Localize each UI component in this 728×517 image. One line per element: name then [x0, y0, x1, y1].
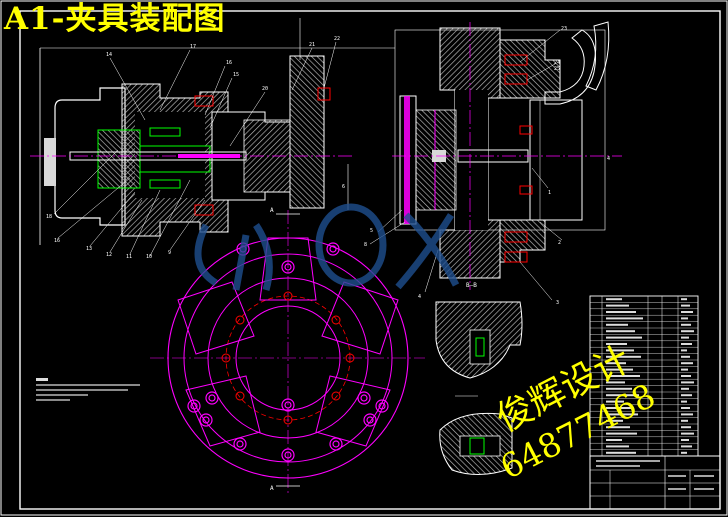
svg-text:5: 5: [370, 228, 373, 234]
svg-text:11: 11: [126, 254, 132, 260]
svg-text:15: 15: [233, 72, 239, 78]
svg-text:12: 12: [106, 252, 112, 258]
parts-row-material-mark: [681, 368, 688, 371]
parts-row-name-mark: [606, 387, 632, 390]
svg-text:A: A: [270, 207, 274, 214]
parts-row-name-mark: [606, 375, 640, 377]
svg-text:4: 4: [607, 156, 610, 162]
svg-text:13: 13: [86, 246, 92, 252]
svg-text:16: 16: [54, 238, 60, 244]
svg-text:1: 1: [548, 190, 551, 196]
parts-row-material-mark: [681, 387, 689, 390]
technical-notes: [36, 378, 140, 401]
parts-row-material-mark: [681, 311, 693, 313]
parts-row-material-mark: [681, 330, 694, 333]
parts-row-material-mark: [681, 323, 691, 326]
parts-row-material-mark: [681, 355, 690, 358]
parts-row-name-mark: [606, 362, 626, 365]
parts-row-name-mark: [606, 419, 623, 422]
parts-row-name-mark: [606, 349, 634, 352]
parts-row-material-mark: [681, 375, 691, 377]
parts-row-name-mark: [606, 413, 638, 416]
detail-section-bb: B—B: [435, 282, 523, 475]
parts-row-material-mark: [681, 407, 690, 409]
parts-row-material-mark: [681, 381, 694, 384]
parts-row-name-mark: [606, 451, 636, 454]
svg-text:18: 18: [46, 214, 52, 220]
svg-text:9: 9: [168, 250, 171, 256]
parts-row-material-mark: [681, 419, 688, 422]
svg-text:A: A: [270, 485, 274, 492]
parts-list-table: [589, 295, 699, 457]
parts-row-name-mark: [606, 304, 629, 307]
section-label: B—B: [466, 282, 477, 289]
parts-row-material-mark: [681, 432, 694, 435]
parts-row-material-mark: [681, 304, 690, 307]
parts-row-material-mark: [681, 336, 689, 339]
front-plan-view: AA: [150, 207, 425, 495]
watermark-logo: [194, 203, 460, 291]
title-block: [589, 455, 721, 510]
parts-row-name-mark: [606, 298, 622, 301]
parts-row-material-mark: [681, 445, 692, 448]
parts-row-material-mark: [681, 400, 687, 403]
parts-row-name-mark: [606, 317, 643, 320]
svg-text:21: 21: [309, 42, 315, 48]
parts-row-name-mark: [606, 407, 631, 409]
svg-text:2: 2: [558, 240, 561, 246]
left-section-view: 14 17 16 15 20 21 22 18 16 13 12 11 10 9 6: [30, 18, 395, 260]
parts-row-name-mark: [606, 330, 635, 333]
svg-text:23: 23: [561, 26, 567, 32]
parts-row-material-mark: [681, 349, 687, 352]
parts-row-material-mark: [681, 317, 688, 320]
parts-row-material-mark: [681, 451, 687, 454]
parts-row-material-mark: [681, 426, 691, 429]
parts-row-material-mark: [681, 413, 693, 416]
parts-row-name-mark: [606, 439, 622, 441]
parts-row-name-mark: [606, 432, 637, 435]
parts-row-name-mark: [606, 426, 630, 429]
svg-text:20: 20: [262, 86, 268, 92]
svg-text:16: 16: [226, 60, 232, 66]
parts-row-material-mark: [681, 362, 693, 365]
parts-row-name-mark: [606, 445, 629, 448]
parts-row-material-mark: [681, 298, 687, 301]
sheet-title: A1-夹具装配图: [4, 1, 226, 37]
svg-text:25: 25: [554, 66, 560, 72]
parts-row-material-mark: [681, 394, 692, 397]
parts-row-material-mark: [681, 343, 692, 345]
svg-text:4: 4: [418, 294, 421, 300]
svg-text:3: 3: [556, 300, 559, 306]
svg-text:22: 22: [334, 36, 340, 42]
svg-text:10: 10: [146, 254, 152, 260]
parts-row-name-mark: [606, 394, 639, 397]
svg-text:17: 17: [190, 44, 196, 50]
parts-row-name-mark: [606, 323, 628, 326]
parts-row-name-mark: [606, 400, 624, 403]
svg-text:24: 24: [554, 60, 560, 66]
svg-text:6: 6: [342, 184, 345, 190]
parts-row-name-mark: [606, 336, 642, 339]
parts-row-name-mark: [606, 311, 636, 313]
svg-text:14: 14: [106, 52, 112, 58]
parts-row-name-mark: [606, 355, 641, 358]
parts-row-name-mark: [606, 343, 627, 345]
parts-row-name-mark: [606, 381, 625, 384]
parts-row-material-mark: [681, 439, 689, 441]
svg-text:8: 8: [364, 242, 367, 248]
parts-row-name-mark: [606, 368, 633, 371]
